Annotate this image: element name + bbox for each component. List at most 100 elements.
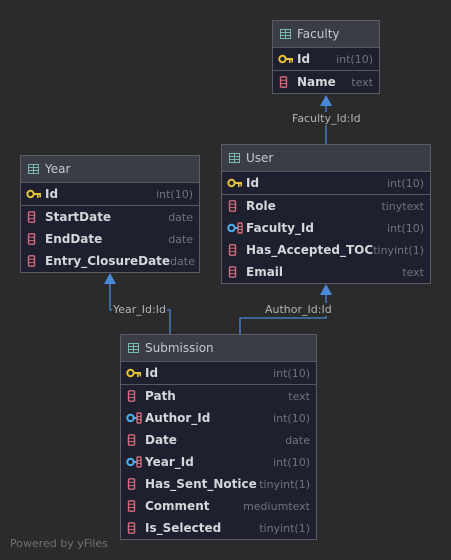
table-icon — [28, 164, 39, 174]
column-icon — [126, 434, 142, 446]
column-type: text — [351, 75, 373, 89]
primary-key-icon — [227, 177, 243, 189]
primary-key-icon — [26, 188, 42, 200]
column-row[interactable]: Date date — [121, 429, 316, 451]
column-name: Comment — [145, 499, 210, 513]
column-row[interactable]: StartDate date — [21, 206, 199, 228]
primary-key-row[interactable]: Id int(10) — [273, 48, 379, 70]
column-name: Year_Id — [145, 455, 194, 469]
column-type: date — [168, 210, 193, 224]
column-icon — [126, 500, 142, 512]
column-type: tinytext — [381, 199, 424, 213]
relation-label-year-id: Year_Id:Id — [112, 303, 167, 316]
column-name: Author_Id — [145, 411, 211, 425]
column-icon — [227, 200, 243, 212]
column-row[interactable]: Path text — [121, 385, 316, 407]
column-row[interactable]: Author_Id int(10) — [121, 407, 316, 429]
column-type: date — [285, 433, 310, 447]
column-icon — [126, 478, 142, 490]
table-name: Year — [45, 162, 71, 176]
column-name: Path — [145, 389, 176, 403]
column-type: date — [170, 254, 195, 268]
column-name: Has_Accepted_TOC — [246, 243, 374, 257]
foreign-key-icon — [126, 456, 142, 468]
table-name: Submission — [145, 341, 214, 355]
column-row[interactable]: Comment mediumtext — [121, 495, 316, 517]
column-row[interactable]: Faculty_Id int(10) — [222, 217, 430, 239]
column-type: int(10) — [273, 455, 310, 469]
table-header[interactable]: Faculty — [273, 21, 379, 48]
column-name: Has_Sent_Notice — [145, 477, 257, 491]
column-icon — [26, 211, 42, 223]
column-type: tinyint(1) — [259, 477, 310, 491]
column-type: tinyint(1) — [373, 243, 424, 257]
column-name: Date — [145, 433, 177, 447]
column-icon — [26, 255, 42, 267]
column-name: Is_Selected — [145, 521, 222, 535]
column-name: Id — [297, 52, 311, 66]
column-icon — [126, 390, 142, 402]
column-row[interactable]: Year_Id int(10) — [121, 451, 316, 473]
column-icon — [227, 244, 243, 256]
column-icon — [126, 522, 142, 534]
column-type: int(10) — [273, 411, 310, 425]
watermark: Powered by yFiles — [10, 537, 108, 550]
column-type: tinyint(1) — [259, 521, 310, 535]
column-icon — [26, 233, 42, 245]
primary-key-section: Id int(10) — [222, 172, 430, 195]
primary-key-section: Id int(10) — [273, 48, 379, 71]
column-name: Faculty_Id — [246, 221, 314, 235]
column-type: text — [288, 389, 310, 403]
column-type: int(10) — [387, 176, 424, 190]
column-type: int(10) — [336, 52, 373, 66]
column-name: Id — [246, 176, 260, 190]
arrowhead-faculty — [320, 95, 332, 106]
column-type: int(10) — [156, 187, 193, 201]
table-name: Faculty — [297, 27, 340, 41]
column-name: Id — [45, 187, 59, 201]
column-type: text — [402, 265, 424, 279]
foreign-key-icon — [126, 412, 142, 424]
primary-key-row[interactable]: Id int(10) — [222, 172, 430, 194]
table-header[interactable]: Year — [21, 156, 199, 183]
column-name: StartDate — [45, 210, 112, 224]
relation-label-author-id: Author_Id:Id — [264, 303, 333, 316]
arrowhead-user — [320, 284, 332, 295]
primary-key-section: Id int(10) — [21, 183, 199, 206]
column-name: EndDate — [45, 232, 103, 246]
table-header[interactable]: Submission — [121, 335, 316, 362]
table-name: User — [246, 151, 274, 165]
column-type: int(10) — [387, 221, 424, 235]
column-type: int(10) — [273, 366, 310, 380]
column-type: date — [168, 232, 193, 246]
primary-key-row[interactable]: Id int(10) — [21, 183, 199, 205]
column-name: Entry_ClosureDate — [45, 254, 171, 268]
table-icon — [229, 153, 240, 163]
relation-label-faculty-id: Faculty_Id:Id — [291, 112, 362, 125]
column-row[interactable]: EndDate date — [21, 228, 199, 250]
primary-key-icon — [126, 367, 142, 379]
column-row[interactable]: Email text — [222, 261, 430, 283]
column-row[interactable]: Is_Selected tinyint(1) — [121, 517, 316, 539]
primary-key-icon — [278, 53, 294, 65]
column-type: mediumtext — [243, 499, 310, 513]
column-name: Email — [246, 265, 284, 279]
table-icon — [280, 29, 291, 39]
table-icon — [128, 343, 139, 353]
table-header[interactable]: User — [222, 145, 430, 172]
